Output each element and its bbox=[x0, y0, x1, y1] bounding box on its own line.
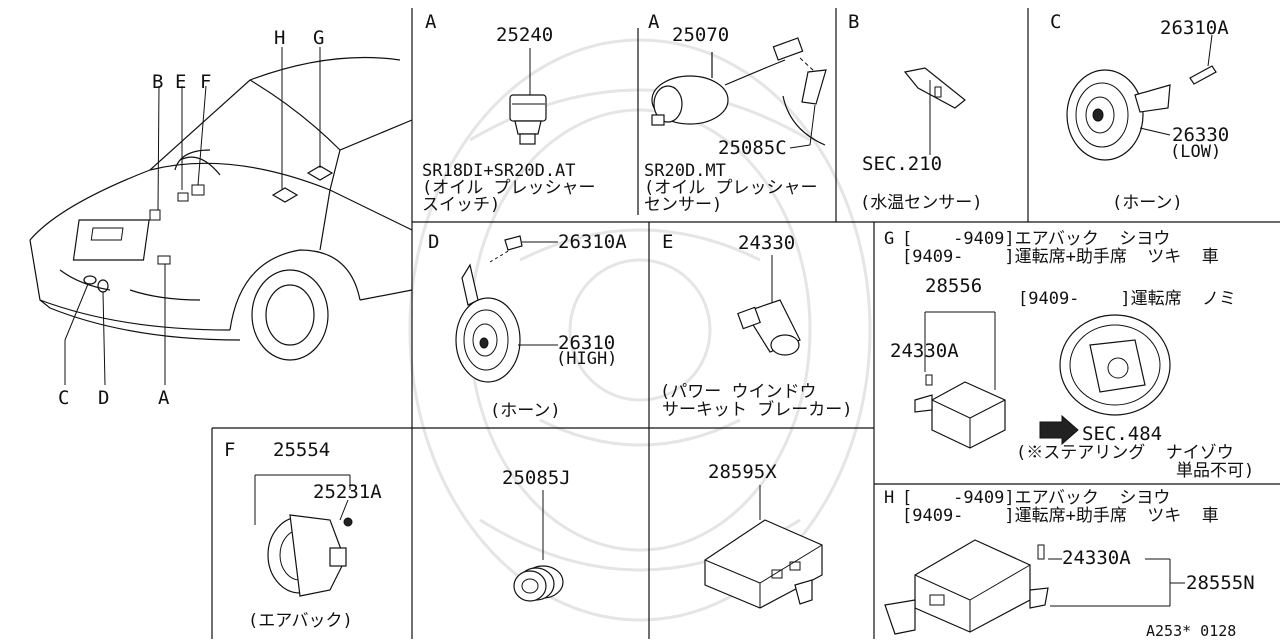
sec-ref-210[interactable]: SEC.210 bbox=[862, 153, 943, 175]
callout-E[interactable]: E bbox=[175, 71, 187, 93]
part-number-25240[interactable]: 25240 bbox=[496, 24, 554, 46]
car-illustration bbox=[29, 47, 413, 386]
part-28595X-drawing bbox=[704, 485, 823, 609]
watermark-crest bbox=[408, 38, 872, 622]
applicability-line: [9409- ]運転席+助手席 ツキ 車 bbox=[902, 506, 1219, 526]
caption-line: (オイル プレッシャー bbox=[644, 178, 818, 198]
part-28556-drawing bbox=[914, 311, 1171, 449]
part-number-25085C[interactable]: 25085C bbox=[718, 137, 787, 159]
callout-H[interactable]: H bbox=[274, 27, 286, 49]
part-number-24330A[interactable]: 24330A bbox=[890, 340, 959, 362]
part-number-25085J[interactable]: 25085J bbox=[502, 467, 571, 489]
section-letter: C bbox=[1050, 11, 1062, 33]
caption-line: スイッチ) bbox=[422, 195, 501, 215]
caption-line: (ホーン) bbox=[490, 401, 561, 421]
part-25554-drawing bbox=[254, 474, 353, 597]
callout-D[interactable]: D bbox=[98, 387, 110, 409]
part-number-24330A[interactable]: 24330A bbox=[1062, 547, 1131, 569]
part-number-26330[interactable]: 26330 bbox=[1172, 124, 1230, 146]
part-26330-drawing bbox=[1066, 34, 1217, 161]
caption-line: センサー) bbox=[644, 195, 723, 215]
part-note: (LOW) bbox=[1170, 142, 1222, 162]
section-letter: A bbox=[648, 11, 660, 33]
part-number-25231A[interactable]: 25231A bbox=[313, 481, 382, 503]
part-number-28556[interactable]: 28556 bbox=[925, 275, 983, 297]
part-number-26310[interactable]: 26310 bbox=[558, 332, 616, 354]
sec-ref-484[interactable]: SEC.484 bbox=[1082, 423, 1163, 445]
section-letter: F bbox=[224, 439, 236, 461]
part-number-28555N[interactable]: 28555N bbox=[1186, 572, 1255, 594]
part-number-26310A[interactable]: 26310A bbox=[558, 231, 627, 253]
panel-grid bbox=[211, 8, 1280, 639]
part-28555N-drawing bbox=[884, 539, 1185, 635]
part-note: (HIGH) bbox=[556, 349, 618, 369]
caption-line: (エアバック) bbox=[248, 611, 353, 631]
caption-line: (オイル プレッシャー bbox=[422, 178, 596, 198]
part-25240-drawing bbox=[509, 48, 547, 145]
callout-C[interactable]: C bbox=[58, 387, 70, 409]
callout-B[interactable]: B bbox=[152, 71, 164, 93]
part-number-24330[interactable]: 24330 bbox=[738, 232, 796, 254]
caption-line: (ホーン) bbox=[1112, 193, 1183, 213]
caption-line: (水温センサー) bbox=[860, 193, 983, 213]
callout-G[interactable]: G bbox=[313, 27, 325, 49]
caption-line: サーキット ブレーカー) bbox=[662, 400, 853, 420]
part-number-26310A[interactable]: 26310A bbox=[1160, 17, 1229, 39]
drawing-code: A253* 0128 bbox=[1146, 622, 1237, 640]
applicability-line: [ -9409]エアバック シヨウ bbox=[902, 488, 1171, 508]
part-25070-drawing bbox=[651, 37, 827, 149]
note-line: (※ステアリング ナイゾウ bbox=[1016, 443, 1234, 463]
applicability-line: [ -9409]エアバック シヨウ bbox=[902, 229, 1171, 249]
callout-A[interactable]: A bbox=[158, 387, 170, 409]
part-number-25554[interactable]: 25554 bbox=[273, 439, 331, 461]
part-26310-drawing bbox=[455, 235, 558, 383]
section-letter: H bbox=[884, 488, 895, 508]
section-letter: B bbox=[848, 11, 860, 33]
part-number-28595X[interactable]: 28595X bbox=[708, 461, 777, 483]
section-letter: G bbox=[884, 229, 895, 249]
caption-line: (パワー ウインドウ bbox=[660, 382, 817, 402]
applicability-line: [9409- ]運転席+助手席 ツキ 車 bbox=[902, 247, 1219, 267]
part-sec210-drawing bbox=[903, 67, 966, 155]
applicability-line: [9409- ]運転席 ノミ bbox=[1018, 289, 1237, 309]
part-number-25070[interactable]: 25070 bbox=[672, 24, 730, 46]
caption-line: SR18DI+SR20D.AT bbox=[422, 161, 576, 181]
section-letter: D bbox=[428, 231, 440, 253]
callout-F[interactable]: F bbox=[200, 71, 212, 93]
section-letter: A bbox=[425, 11, 437, 33]
part-25085J-drawing bbox=[513, 490, 564, 602]
note-line: 単品不可) bbox=[1176, 461, 1255, 481]
caption-line: SR20D.MT bbox=[644, 161, 726, 181]
section-letter: E bbox=[662, 231, 674, 253]
part-24330-drawing bbox=[737, 255, 801, 356]
